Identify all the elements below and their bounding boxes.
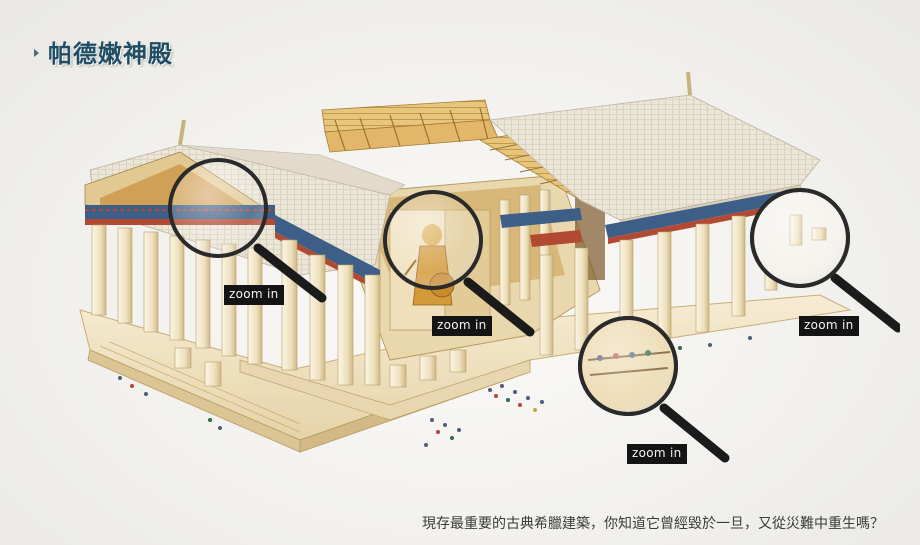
magnifier-icon[interactable] (750, 188, 900, 333)
zoom-in-button-athena[interactable]: zoom in (432, 316, 492, 336)
caption-text: 現存最重要的古典希臘建築，你知道它曾經毀於一旦，又從災難中重生嗎？ (422, 516, 884, 532)
frieze (275, 188, 802, 292)
title-row: 帕德嫩神殿 (34, 34, 173, 69)
zoom-in-button-columns[interactable]: zoom in (799, 316, 859, 336)
parthenon-illustration (79, 71, 900, 463)
arrow-right-icon (34, 48, 39, 57)
zoom-in-button-procession[interactable]: zoom in (627, 444, 687, 464)
page-title: 帕德嫩神殿 (48, 40, 173, 68)
magnifier-icon[interactable] (383, 190, 535, 337)
magnifier-icon[interactable] (578, 316, 730, 463)
zoom-in-button-pediment[interactable]: zoom in (224, 285, 284, 305)
magnifier-icon[interactable] (168, 158, 327, 303)
